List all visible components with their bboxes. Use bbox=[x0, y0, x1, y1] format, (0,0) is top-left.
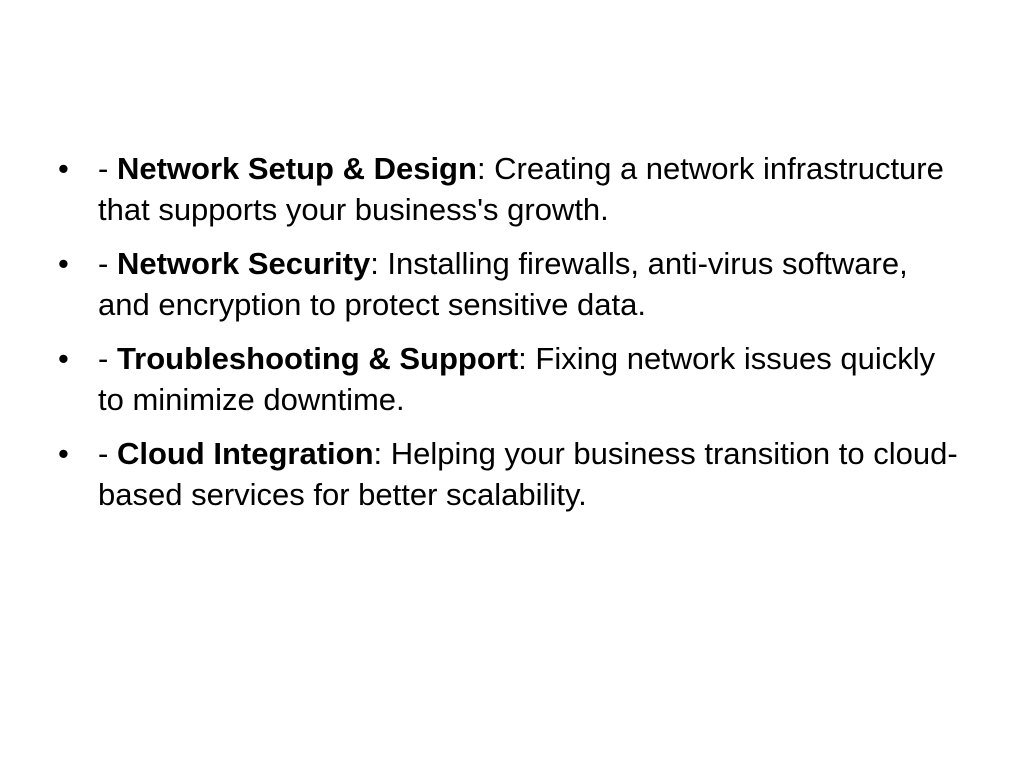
list-item: •- Cloud Integration: Helping your busin… bbox=[58, 433, 958, 515]
item-term: Troubleshooting & Support bbox=[116, 341, 519, 376]
bullet-icon: • bbox=[58, 341, 69, 376]
bullet-list: •- Network Setup & Design: Creating a ne… bbox=[58, 148, 958, 528]
list-item: •- Network Setup & Design: Creating a ne… bbox=[58, 148, 958, 230]
item-prefix: - bbox=[98, 246, 117, 281]
item-description: : Fixing network issues quickly to minim… bbox=[98, 341, 936, 417]
item-description: : Installing firewalls, anti-virus softw… bbox=[98, 246, 908, 322]
item-description: : Helping your business transition to cl… bbox=[98, 436, 958, 512]
item-prefix: - bbox=[98, 151, 117, 186]
item-prefix: - bbox=[98, 436, 117, 471]
list-item: •- Network Security: Installing firewall… bbox=[58, 243, 958, 325]
bullet-icon: • bbox=[58, 436, 69, 471]
item-prefix: - bbox=[98, 341, 117, 376]
list-item: •- Troubleshooting & Support: Fixing net… bbox=[58, 338, 958, 420]
item-term: Cloud Integration bbox=[116, 436, 374, 471]
item-term: Network Setup & Design bbox=[116, 151, 477, 186]
item-term: Network Security bbox=[116, 246, 371, 281]
bullet-icon: • bbox=[58, 151, 69, 186]
bullet-icon: • bbox=[58, 246, 69, 281]
item-description: : Creating a network infrastructure that… bbox=[98, 151, 944, 227]
